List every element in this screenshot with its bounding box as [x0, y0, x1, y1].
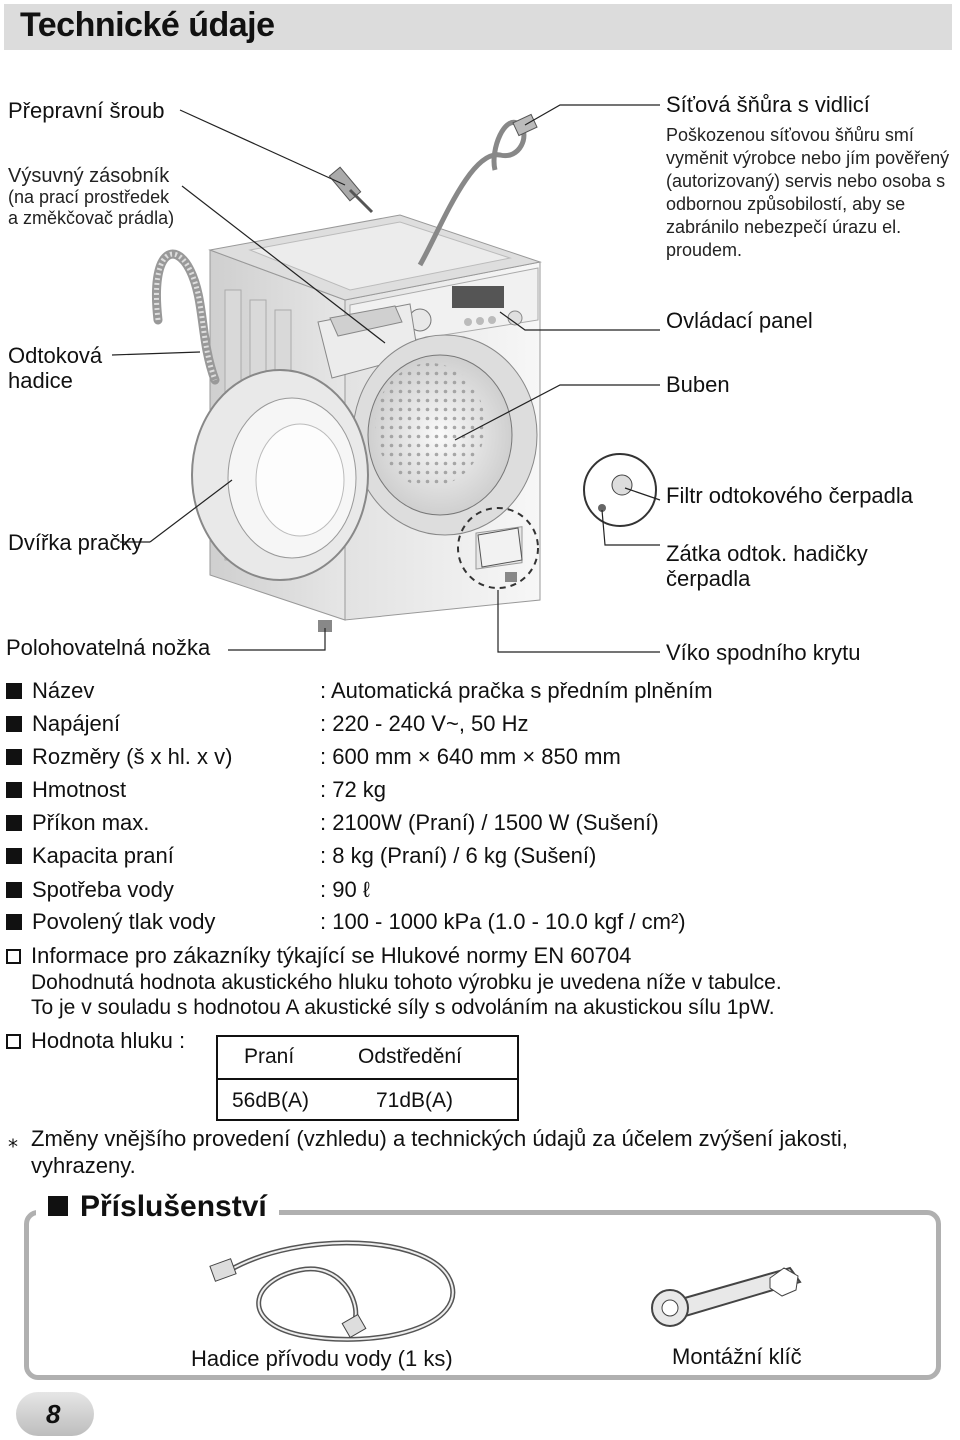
accessory-wrench-label: Montážní klíč [672, 1344, 802, 1369]
noise-value-wash: 56dB(A) [232, 1089, 310, 1112]
bullet-outline-square-icon [6, 1034, 21, 1049]
power-cord-note-line5: zabránilo nebezpečí úrazu el. [666, 217, 902, 237]
spec-row: Příkon max. [6, 810, 149, 836]
dispenser-label: Výsuvný zásobník (na prací prostředek a … [8, 165, 174, 229]
power-cord-note-line3: (autorizovaný) servis nebo osoba s [666, 171, 946, 191]
noise-info-line1: Dohodnutá hodnota akustického hluku toho… [31, 971, 782, 994]
drain-hose-label: Odtoková hadice [8, 343, 102, 393]
noise-value-spin: 71dB(A) [376, 1089, 454, 1112]
spec-label: Kapacita praní [32, 843, 174, 868]
page-number-badge [16, 1392, 94, 1436]
spec-row: Povolený tlak vody [6, 909, 215, 935]
spec-label: Název [32, 678, 95, 703]
leader-lines [111, 104, 661, 653]
spec-row: Hmotnost [6, 777, 126, 803]
control-panel-label: Ovládací panel [666, 308, 813, 333]
dispenser-label-line1: Výsuvný zásobník [8, 165, 170, 187]
spec-row: Spotřeba vody [6, 877, 174, 903]
spec-value: : 220 - 240 V~, 50 Hz [320, 711, 529, 736]
accessories-heading: Příslušenství [36, 1190, 279, 1224]
spec-value: : Automatická pračka s předním plněním [320, 678, 713, 703]
accessories-title: Příslušenství [80, 1190, 267, 1223]
transport-bolt-label: Přepravní šroub [8, 98, 165, 123]
pump-filter-label: Filtr odtokového čerpadla [666, 483, 914, 508]
noise-info-heading: Informace pro zákazníky týkající se Hluk… [6, 943, 631, 969]
accessory-inlet-hose-label: Hadice přívodu vody (1 ks) [191, 1346, 453, 1371]
noise-table: Praní Odstředění 56dB(A) 71dB(A) [216, 1035, 519, 1121]
lower-cover-magnifier [457, 507, 539, 589]
drain-hose-label-line1: Odtoková [8, 343, 103, 368]
drain-plug-label-line2: čerpadla [666, 566, 751, 591]
bullet-outline-square-icon [6, 949, 21, 964]
spec-value: : 100 - 1000 kPa (1.0 - 10.0 kgf / cm²) [320, 909, 686, 934]
noise-table-divider [218, 1078, 517, 1080]
spec-label: Příkon max. [32, 810, 150, 835]
spec-row: Napájení [6, 711, 120, 737]
spec-label: Rozměry (š x hl. x v) [32, 744, 233, 769]
spec-value: : 72 kg [320, 777, 387, 802]
bullet-square-icon [6, 716, 22, 732]
power-cord-note-line1: Poškozenou síťovou šňůru smí [666, 125, 914, 145]
bullet-square-icon [6, 914, 22, 930]
drain-plug-label: Zátka odtok. hadičky čerpadla [666, 541, 868, 591]
noise-info-heading-text: Informace pro zákazníky týkající se Hluk… [31, 943, 632, 968]
drain-hose-drawing [152, 249, 220, 385]
bullet-square-icon [6, 882, 22, 898]
spec-value: : 600 mm × 640 mm × 850 mm [320, 744, 621, 769]
power-cord-note-line6: proudem. [666, 240, 743, 260]
asterisk-icon: ⁎ [8, 1130, 18, 1152]
spec-value: : 8 kg (Praní) / 6 kg (Sušení) [320, 843, 597, 868]
noise-header-wash: Praní [244, 1045, 295, 1068]
noise-value-label-text: Hodnota hluku : [31, 1028, 186, 1053]
transport-bolt-drawing [328, 166, 374, 214]
accessories-box [24, 1210, 941, 1380]
spec-label: Spotřeba vody [32, 877, 174, 902]
power-cord-note-line2: vyměnit výrobce nebo jím pověřený [666, 148, 950, 168]
spec-label: Povolený tlak vody [32, 909, 216, 934]
spec-row: Rozměry (š x hl. x v) [6, 744, 232, 770]
noise-info-line2: To je v souladu s hodnotou A akustické s… [31, 996, 775, 1019]
power-cord-drawing [417, 120, 527, 267]
machine-front [208, 214, 542, 632]
dispenser-label-line2: (na prací prostředek [8, 187, 170, 207]
page-number: 8 [46, 1399, 61, 1429]
noise-value-label: Hodnota hluku : [6, 1028, 185, 1054]
dispenser-label-line3: a změkčovač prádla) [8, 208, 175, 228]
drain-hose-label-line2: hadice [8, 368, 73, 393]
noise-header-spin: Odstředění [358, 1045, 462, 1068]
title-bar [4, 4, 952, 50]
drum-label: Buben [666, 372, 730, 397]
power-cord-note-line4: odbornou způsobilostí, aby se [666, 194, 906, 214]
machine-door [191, 369, 369, 581]
spec-label: Hmotnost [32, 777, 127, 802]
bullet-square-icon [6, 848, 22, 864]
spec-label: Napájení [32, 711, 121, 736]
leveling-foot-label: Polohovatelná nožka [6, 635, 211, 660]
bullet-square-icon [6, 815, 22, 831]
spec-row: Kapacita praní [6, 843, 174, 869]
bullet-square-icon [6, 749, 22, 765]
mounting-wrench-drawing [651, 1266, 802, 1327]
disclaimer-line2: vyhrazeny. [31, 1153, 136, 1178]
drain-plug-label-line1: Zátka odtok. hadičky [666, 541, 868, 566]
bullet-square-icon [6, 782, 22, 798]
power-cord-note: Poškozenou síťovou šňůru smí vyměnit výr… [666, 124, 949, 262]
bullet-square-icon [48, 1196, 68, 1216]
power-cord-label: Síťová šňůra s vidlicí [666, 92, 870, 117]
door-label: Dvířka pračky [8, 530, 143, 555]
page-title: Technické údaje [20, 6, 275, 44]
spec-value: : 2100W (Praní) / 1500 W (Sušení) [320, 810, 659, 835]
bullet-square-icon [6, 683, 22, 699]
spec-row: Název [6, 678, 94, 704]
lower-cover-label: Víko spodního krytu [666, 640, 861, 665]
spec-value: : 90 ℓ [320, 877, 370, 902]
disclaimer-line1: Změny vnějšího provedení (vzhledu) a tec… [31, 1126, 848, 1151]
inlet-hose-drawing [209, 1240, 456, 1342]
